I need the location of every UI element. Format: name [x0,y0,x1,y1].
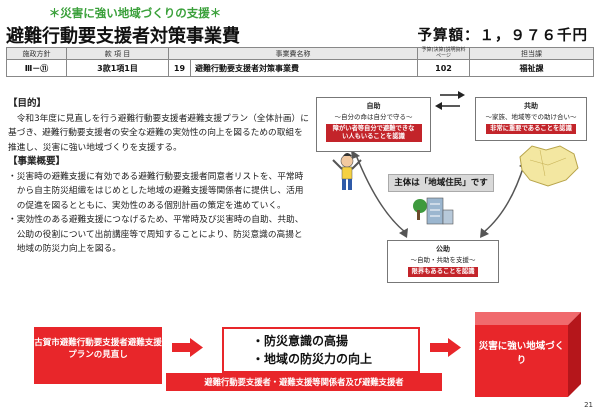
page-title: 避難行動要支援者対策事業費 [6,26,240,47]
public-help-title: 公助 [436,245,450,253]
public-help-label: 限界もあることを認識 [407,267,479,277]
center-label: 主体は「地域住民」です [388,174,494,192]
budget-amount: 予算額：１，９７６千円 [417,28,588,44]
flow-arrow-icon [172,338,203,357]
outcome-line: ・防災意識の高揚 [252,334,349,348]
public-help-subtitle: ～自助・共助を支援～ [410,256,476,264]
overview-heading: 【事業概要】 [8,156,66,167]
header-page: 予算(決算)説明資料ページ [417,47,470,60]
person-illustration-icon [332,153,362,190]
page-number: 21 [584,401,593,409]
self-help-title: 自助 [366,102,381,110]
value-department: 福祉課 [469,59,594,77]
overview-bullet: ・実効性のある避難支援につなげるため、平常時及び災害時の自助、共助、公助の役割に… [8,215,304,254]
description: 【目的】 令和3年度に見直しを行う避難行動要支援者避難支援プラン（全体計画）に基… [8,97,310,257]
self-help-box: 自助 ～自分の命は自分で守る～ 障がい者等自分で避難できない人もいることを認識 [316,97,431,152]
curved-arrow-left-icon [351,150,408,238]
purpose-text: 令和3年度に見直しを行う避難行動要支援者避難支援プラン（全体計画）に基づき、避難… [8,113,309,153]
double-arrow-icon [435,91,465,110]
plan-review-box: 古賀市避難行動要支援者避難支援プランの見直し [34,327,162,384]
overview-bullet: ・災害時の避難支援に有効である避難行動要支援者同意者リストを、平常時から自主防災… [8,171,304,211]
mutual-help-box: 共助 ～家族、地域等での助け合い～ 非常に重要であることを認識 [475,97,587,141]
self-help-label: 障がい者等自分で避難できない人もいることを認識 [325,124,422,142]
mutual-help-subtitle: ～家族、地域等での助け合い～ [485,113,577,121]
result-text: 災害に強い地域づくり [478,341,565,366]
value-category: 3款1項1目 [66,59,169,77]
result-cube [475,312,581,397]
outcome-line: ・地域の防災力の向上 [252,352,373,366]
info-table: 施政方針 款 項 目 事業費名称 予算(決算)説明資料ページ 担当課 Ⅲ－⑪ 3… [6,47,594,77]
self-help-subtitle: ～自分の命は自分で守る～ [334,113,413,121]
city-map-illustration-icon [519,145,579,187]
mutual-help-label: 非常に重要であることを認識 [486,124,576,134]
stakeholders-bar: 避難行動要支援者・避難支援等関係者及び避難支援者 [166,373,442,391]
public-help-box: 公助 ～自助・共助を支援～ 限界もあることを認識 [387,240,499,283]
mutual-help-title: 共助 [524,102,538,110]
building-illustration-icon [413,197,454,225]
flow-arrow-icon [430,338,461,357]
purpose-heading: 【目的】 [8,98,47,109]
value-page: 102 [417,59,470,77]
curved-arrow-right-icon [480,160,528,238]
table-value-row: Ⅲ－⑪ 3款1項1目 19 避難行動要支援者対策事業費 102 福祉課 [6,59,594,77]
subtitle: ＊災害に強い地域づくりの支援＊ [48,6,222,20]
header-department: 担当課 [469,47,594,60]
header-policy: 施政方針 [6,47,67,60]
outcome-box: ・防災意識の高揚 ・地域の防災力の向上 [222,327,420,373]
